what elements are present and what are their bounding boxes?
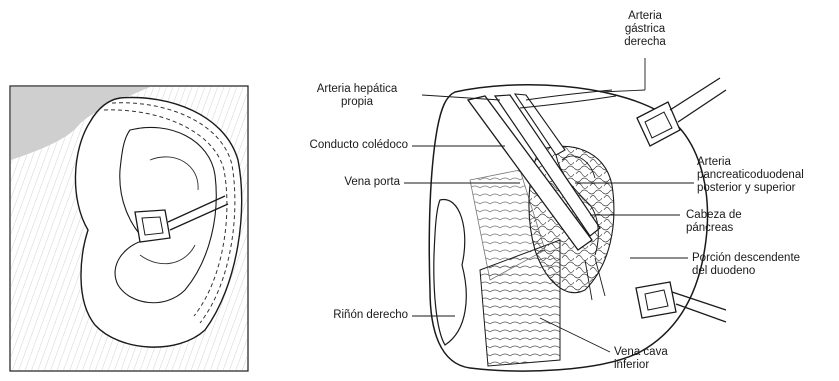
label-vena-cava-inferior: Vena cava inferior <box>614 346 704 372</box>
label-cabeza-pancreas: Cabeza de páncreas <box>686 209 786 235</box>
label-vena-porta: Vena porta <box>300 176 400 189</box>
label-porcion-descendente: Porción descendente del duodeno <box>692 252 832 278</box>
label-arteria-pancreaticoduodenal: Arteria pancreaticoduodenal posterior y … <box>697 156 835 195</box>
kidney-shape <box>434 200 466 345</box>
label-arteria-hepatica-propia: Arteria hepática propia <box>296 83 418 109</box>
main-illustration <box>429 78 726 371</box>
label-arteria-gastrica-derecha: Arteria gástrica derecha <box>606 10 684 49</box>
label-conducto-coledoco: Conducto colédoco <box>268 139 408 152</box>
label-rinon-derecho: Riñón derecho <box>300 309 408 322</box>
inset-panel <box>10 86 248 371</box>
